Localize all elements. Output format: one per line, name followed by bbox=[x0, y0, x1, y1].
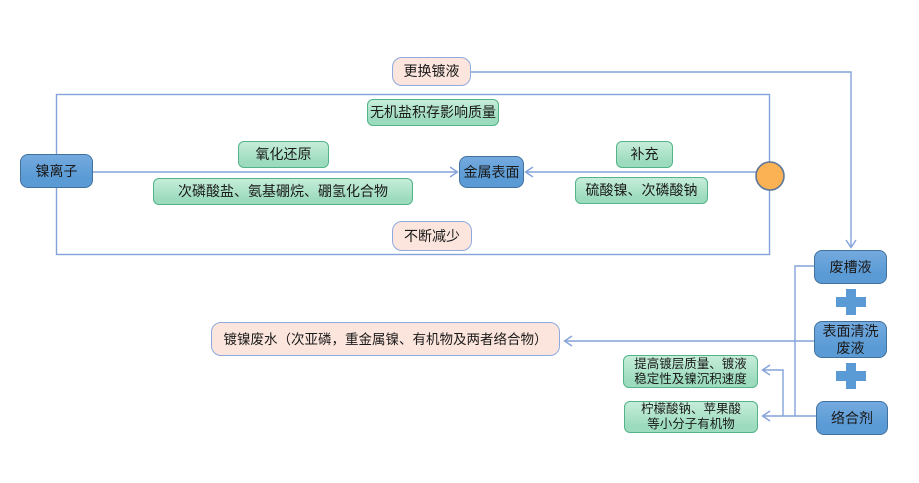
node-replace-bath: 更换镀液 bbox=[392, 57, 471, 86]
node-decreasing-note: 不断减少 bbox=[392, 221, 472, 251]
node-surface-cleaning-waste: 表面清洗废液 bbox=[814, 321, 887, 358]
node-waste-tank-liquid: 废槽液 bbox=[814, 250, 887, 284]
plus-icon bbox=[836, 363, 866, 389]
node-replenish-label: 补充 bbox=[616, 141, 673, 168]
complexing-to-effect-line bbox=[763, 369, 784, 416]
node-replenish-chemicals: 硫酸镍、次磷酸钠 bbox=[575, 177, 708, 204]
node-complexing-effect: 提高镀层质量、镀液稳定性及镍沉积速度 bbox=[623, 355, 758, 388]
arrowhead-right-icon bbox=[449, 166, 459, 178]
node-nickel-ion: 镍离子 bbox=[20, 154, 93, 188]
arrowhead-left-icon bbox=[761, 410, 771, 422]
node-plating-wastewater: 镀镍废水（次亚磷，重金属镍、有机物及两者络合物） bbox=[211, 322, 560, 356]
arrowhead-left-icon bbox=[563, 335, 573, 347]
arrowhead-down-icon bbox=[845, 239, 857, 249]
arrowhead-left-icon bbox=[761, 364, 771, 376]
node-complexing-examples: 柠檬酸钠、苹果酸等小分子有机物 bbox=[624, 401, 758, 433]
arrowhead-left-icon bbox=[524, 166, 534, 178]
plus-icon bbox=[836, 289, 866, 315]
replace-bath-to-waste-tank-line bbox=[471, 71, 852, 247]
node-redox-label: 氧化还原 bbox=[238, 141, 329, 168]
junction-circle-icon bbox=[755, 161, 785, 191]
node-inorganic-salt-note: 无机盐积存影响质量 bbox=[367, 99, 499, 126]
waste-collection-bracket-line bbox=[794, 265, 816, 416]
node-reducing-agents: 次磷酸盐、氨基硼烷、硼氢化合物 bbox=[153, 178, 413, 205]
node-complexing-agent: 络合剂 bbox=[816, 401, 888, 435]
node-metal-surface: 金属表面 bbox=[459, 156, 524, 188]
